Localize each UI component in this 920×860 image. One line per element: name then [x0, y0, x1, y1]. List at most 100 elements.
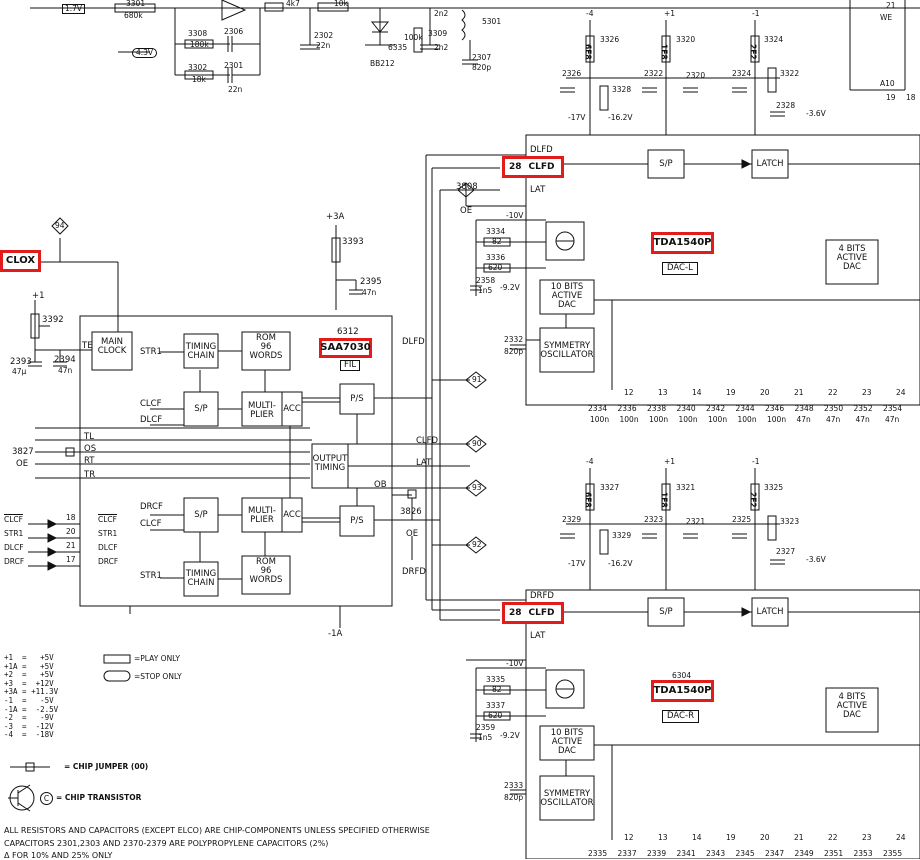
legend-symbols	[8, 654, 131, 812]
dac-right-drawing	[466, 468, 920, 859]
dac-r-fourbits: 4 BITS ACTIVE DAC	[836, 692, 868, 720]
dac-l-tenbits: 10 BITS ACTIVE DAC	[550, 282, 584, 310]
connector-pin-number: 21	[66, 541, 76, 550]
dac-r-3335: 3335	[486, 675, 506, 684]
dac-l-dlfd: DLFD	[530, 145, 553, 155]
dac-l-2332: 2332	[504, 335, 524, 344]
supply-legend-row: +1 = +5V	[4, 653, 54, 662]
r3808-label: 3808	[456, 182, 478, 192]
saa-ref: 6312	[337, 327, 359, 337]
dac-l-3322: 3322	[780, 69, 800, 78]
c2395-label: 2395	[360, 277, 382, 287]
dac-l-3336: 3336	[486, 253, 506, 262]
tr-label: TR	[84, 470, 96, 480]
c2394-value: 47n	[58, 366, 73, 375]
dlfd-label: DLFD	[402, 337, 425, 347]
dac-left-cap-value: 47n	[796, 415, 811, 424]
dac-r-v-plus1: +1	[664, 457, 676, 466]
dac-right-cap-ref: 2335	[588, 849, 608, 858]
dac-l-m36v: -3.6V	[806, 109, 826, 118]
c2393-label: 2393	[10, 357, 32, 367]
dac-l-fourbits: 4 BITS ACTIVE DAC	[836, 244, 868, 272]
dac-l-2320: 2320	[686, 71, 706, 80]
connector-pin-number: 20	[66, 527, 76, 536]
dac-r-2359: 2359	[476, 723, 496, 732]
node-92-label: 92	[472, 540, 482, 549]
dac-r-2321: 2321	[686, 517, 706, 526]
clfd-top-label: CLFD	[528, 161, 555, 172]
ref-3308: 3308	[188, 29, 208, 38]
dac-r-3321: 3321	[676, 483, 696, 492]
ref-19: 19	[886, 93, 896, 102]
dac-r-name: DAC-R	[662, 710, 699, 723]
dac-l-82: 82	[492, 237, 502, 246]
ob-label: OB	[374, 480, 387, 490]
dac-right-pin-number: 24	[896, 833, 906, 842]
tda-bottom-label: TDA1540P	[653, 685, 712, 696]
dac-l-m92v: -9.2V	[500, 283, 520, 292]
ref-5301: 5301	[482, 17, 502, 26]
clox-label: CLOX	[5, 255, 36, 266]
clfd-bottom-pin: 28	[509, 607, 522, 618]
clfd-top-pin: 28	[509, 161, 522, 172]
ref-a10: A10	[880, 79, 895, 88]
dac-r-2329: 2329	[562, 515, 582, 524]
dac-l-6e8: 6E8	[583, 44, 593, 60]
output-timing-label: OUTPUT TIMING	[312, 454, 348, 473]
ref-2302: 2302	[314, 31, 334, 40]
v-plus1-label: +1	[32, 291, 45, 301]
rom-bottom-label: ROM 96 WORDS	[249, 557, 283, 585]
clfd-top-highlight: 28 CLFD	[502, 156, 564, 178]
clfd-bottom-label: CLFD	[528, 607, 555, 618]
dac-r-2325: 2325	[732, 515, 752, 524]
r3392-label: 3392	[42, 315, 64, 325]
ref-18: 18	[906, 93, 916, 102]
dac-left-cap-value: 100n	[708, 415, 728, 424]
connector-left-signal: STR1	[4, 529, 24, 538]
dac-right-cap-ref: 2355	[883, 849, 903, 858]
dac-left-pin-number: 20	[760, 388, 770, 397]
tda-bottom-highlight: TDA1540P	[651, 680, 714, 702]
chip-jumper-legend: = CHIP JUMPER (00)	[64, 762, 149, 771]
supply-legend-row: -3 = -12V	[4, 721, 54, 731]
dac-left-cap-value: 47n	[826, 415, 841, 424]
connector-input-arrows	[28, 519, 80, 571]
dac-l-3324: 3324	[764, 35, 784, 44]
ref-22n-b: 22n	[316, 41, 331, 50]
dac-l-2322: 2322	[644, 69, 664, 78]
dac-l-1n5: 1n5	[478, 286, 493, 295]
ref-180k: 180k	[190, 40, 209, 49]
dac-r-820p: 820p	[504, 793, 524, 802]
main-clock-label: MAIN CLOCK	[97, 337, 127, 356]
tda-top-label: TDA1540P	[653, 237, 712, 248]
dac-left-drawing	[470, 20, 920, 406]
dac-r-2327: 2327	[776, 547, 796, 556]
sp-left-bottom-label: S/P	[194, 510, 208, 520]
dac-r-82: 82	[492, 685, 502, 694]
clox-highlight: CLOX	[0, 250, 41, 272]
dac-left-pin-number: 14	[692, 388, 702, 397]
dac-left-cap-ref: 2348	[794, 404, 814, 413]
dac-left-cap-value: 100n	[649, 415, 669, 424]
c2393-value: 47μ	[12, 367, 27, 376]
dac-right-cap-ref: 2343	[706, 849, 726, 858]
dac-left-pin-number: 19	[726, 388, 736, 397]
ref-4k7: 4k7	[286, 0, 300, 8]
dac-left-cap-value: 100n	[590, 415, 610, 424]
dac-l-3320: 3320	[676, 35, 696, 44]
ref-100k: 100k	[404, 33, 423, 42]
dac-left-cap-ref: 2344	[735, 404, 755, 413]
connector-pin-number: 18	[66, 513, 76, 522]
dac-l-v-m1: -1	[752, 9, 760, 18]
dac-left-pin-number: 12	[624, 388, 634, 397]
te-label: TE	[82, 341, 93, 351]
oe-left-label: OE	[16, 459, 29, 469]
dac-left-pin-number: 23	[862, 388, 872, 397]
bus-wiring	[392, 154, 526, 621]
ref-1-7v: 1.7V	[62, 4, 86, 14]
dac-r-m162v: -16.2V	[608, 559, 633, 568]
dac-l-1e8: 1E8	[659, 44, 669, 60]
clcf-int2-label: CLCF	[140, 519, 162, 529]
node-90-label: 90	[472, 439, 482, 448]
clock-input-wiring	[28, 217, 363, 367]
